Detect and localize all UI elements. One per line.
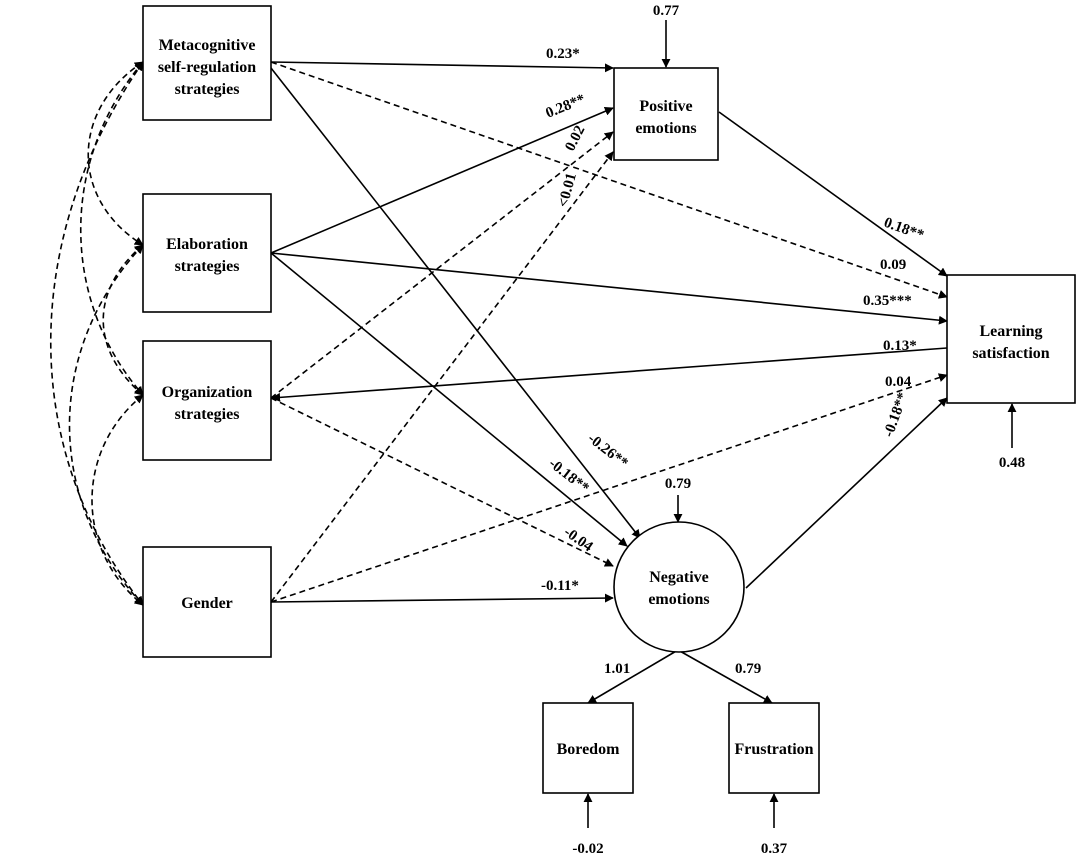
node-label: self-regulation	[158, 59, 256, 76]
node-label: emotions	[648, 591, 709, 608]
residual-boredom: -0.02	[572, 841, 603, 857]
node-label: Boredom	[557, 741, 620, 758]
node-gender: Gender	[142, 546, 272, 658]
node-negative-emotions: Negative emotions	[613, 521, 745, 653]
coef-elab-learning: 0.35***	[863, 293, 912, 309]
coef-negative-boredom: 1.01	[604, 661, 630, 677]
coef-positive-learning: 0.18**	[882, 215, 926, 244]
coef-meta-positive: 0.23*	[546, 46, 580, 62]
node-frustration: Frustration	[728, 702, 820, 794]
paths	[270, 20, 1017, 828]
node-learning-satisfaction: Learning satisfaction	[946, 274, 1076, 404]
node-label: Metacognitive	[159, 37, 256, 54]
node-boredom: Boredom	[542, 702, 634, 794]
node-metacognitive: Metacognitive self-regulation strategies	[142, 5, 272, 121]
coef-org-negative: -0.04	[561, 524, 596, 555]
coef-elab-negative: -0.18**	[546, 456, 592, 497]
coef-org-learning: 0.13*	[883, 338, 917, 354]
node-label: Frustration	[734, 741, 813, 758]
node-label: strategies	[175, 258, 240, 275]
node-label: Positive	[639, 98, 692, 115]
node-label: emotions	[635, 120, 696, 137]
residual-frustration: 0.37	[761, 841, 788, 857]
node-label: Learning	[979, 323, 1042, 340]
node-label: strategies	[175, 406, 240, 423]
coef-negative-frustration: 0.79	[735, 661, 761, 677]
residual-learning: 0.48	[999, 455, 1025, 471]
coef-meta-learning: 0.09	[880, 257, 906, 273]
coef-gender-learning: 0.04	[885, 374, 912, 390]
node-label: Gender	[181, 595, 233, 612]
node-label: strategies	[175, 81, 240, 98]
node-label: Organization	[162, 384, 253, 401]
coef-gender-positive: <0.01	[555, 171, 579, 209]
node-label: Elaboration	[166, 236, 248, 253]
residual-labels: 0.77 0.79 0.48 -0.02 0.37	[572, 3, 1025, 857]
coef-negative-learning: -0.18**	[881, 390, 912, 439]
residual-positive: 0.77	[653, 3, 680, 19]
node-label: Negative	[649, 569, 709, 586]
covariance-arcs	[50, 61, 144, 606]
coef-gender-negative: -0.11*	[541, 578, 579, 594]
coef-elab-positive: 0.28**	[544, 91, 588, 121]
node-positive-emotions: Positive emotions	[613, 67, 719, 161]
residual-negative: 0.79	[665, 476, 691, 492]
node-organization: Organization strategies	[142, 340, 272, 461]
node-elaboration: Elaboration strategies	[142, 193, 272, 313]
node-label: satisfaction	[972, 345, 1049, 362]
coef-meta-negative: -0.26**	[585, 431, 631, 472]
